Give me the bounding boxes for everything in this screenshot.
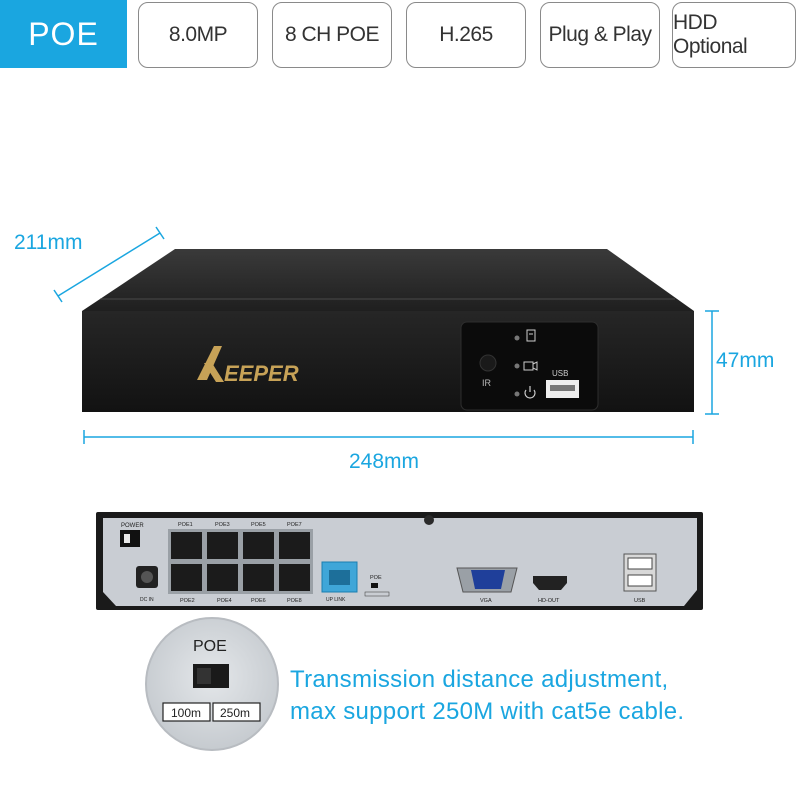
depth-dimension-line — [53, 226, 165, 303]
device-top-panel — [82, 249, 694, 311]
front-usb-label: USB — [552, 369, 568, 378]
tag-h265: H.265 — [406, 2, 526, 68]
zoom-option-250m — [212, 702, 261, 722]
ir-label: IR — [482, 378, 492, 388]
tag-plug-play: Plug & Play — [540, 2, 660, 68]
poe-distance-switch[interactable] — [371, 583, 378, 588]
poe-port[interactable] — [279, 564, 310, 591]
poe-port[interactable] — [243, 532, 274, 559]
poe-port[interactable] — [171, 532, 202, 559]
width-dimension-line — [83, 430, 694, 444]
power-icon — [524, 386, 536, 399]
callout-line-1: Transmission distance adjustment, — [290, 666, 669, 693]
keeper-logo: EEPER — [197, 346, 299, 386]
tag-8mp: 8.0MP — [138, 2, 258, 68]
svg-text:100m: 100m — [171, 706, 201, 720]
poe-switch-zoom: POE 100m 250m — [145, 617, 279, 751]
tag-8ch-poe: 8 CH POE — [272, 2, 392, 68]
hdd-led — [514, 335, 520, 341]
svg-text:POE6: POE6 — [251, 598, 266, 604]
svg-text:POE3: POE3 — [215, 522, 230, 528]
tag-hdd-optional: HDD Optional — [672, 2, 796, 68]
hdd-icon — [526, 329, 536, 342]
poe-port[interactable] — [171, 564, 202, 591]
height-dimension-line — [705, 310, 719, 415]
svg-text:POE7: POE7 — [287, 522, 302, 528]
poe-ports — [171, 532, 310, 591]
zoom-poe-title: POE — [193, 638, 227, 655]
feature-tags: POE 8.0MP 8 CH POE H.265 Plug & Play HDD… — [0, 0, 800, 72]
zoom-option-100m — [162, 702, 211, 722]
svg-text:EEPER: EEPER — [224, 361, 299, 386]
rear-usb-label: USB — [634, 598, 646, 604]
poe-port[interactable] — [243, 564, 274, 591]
svg-text:250m: 250m — [220, 706, 250, 720]
svg-text:POE4: POE4 — [217, 598, 232, 604]
svg-text:POE2: POE2 — [180, 598, 195, 604]
svg-text:POE8: POE8 — [287, 598, 302, 604]
nvr-front-view: EEPER IR USB — [53, 226, 719, 444]
poe-distance-callout: Transmission distance adjustment, max su… — [290, 664, 684, 728]
vga-label: VGA — [480, 598, 492, 604]
ir-sensor — [479, 354, 497, 372]
nvr-rear-view: POWER DC IN POE1 POE3 POE5 POE7 POE2 POE… — [96, 512, 703, 610]
power-label: POWER — [121, 523, 144, 529]
hdmi-port[interactable] — [533, 576, 567, 590]
width-dimension-label: 248mm — [349, 450, 420, 473]
dc-in-label: DC IN — [140, 597, 154, 603]
svg-text:POE1: POE1 — [178, 522, 193, 528]
power-led — [514, 391, 520, 397]
camera-icon — [523, 361, 538, 371]
height-dimension-label: 47mm — [716, 349, 775, 372]
callout-line-2: max support 250M with cat5e cable. — [290, 698, 685, 725]
poe-port[interactable] — [207, 532, 238, 559]
hdmi-label: HD-OUT — [538, 598, 560, 604]
poe-main-tag: POE — [0, 0, 127, 68]
svg-text:POE5: POE5 — [251, 522, 266, 528]
poe-port[interactable] — [279, 532, 310, 559]
device-front-panel — [82, 311, 694, 412]
poe-port[interactable] — [207, 564, 238, 591]
screw-icon — [424, 515, 434, 525]
record-led — [514, 363, 520, 369]
poe-port-labels: POE1 POE3 POE5 POE7 POE2 POE4 POE6 POE8 — [178, 522, 302, 604]
uplink-label: UP LINK — [326, 597, 346, 603]
depth-dimension-label: 211mm — [14, 231, 83, 254]
poe-switch-label: POE — [370, 575, 382, 581]
